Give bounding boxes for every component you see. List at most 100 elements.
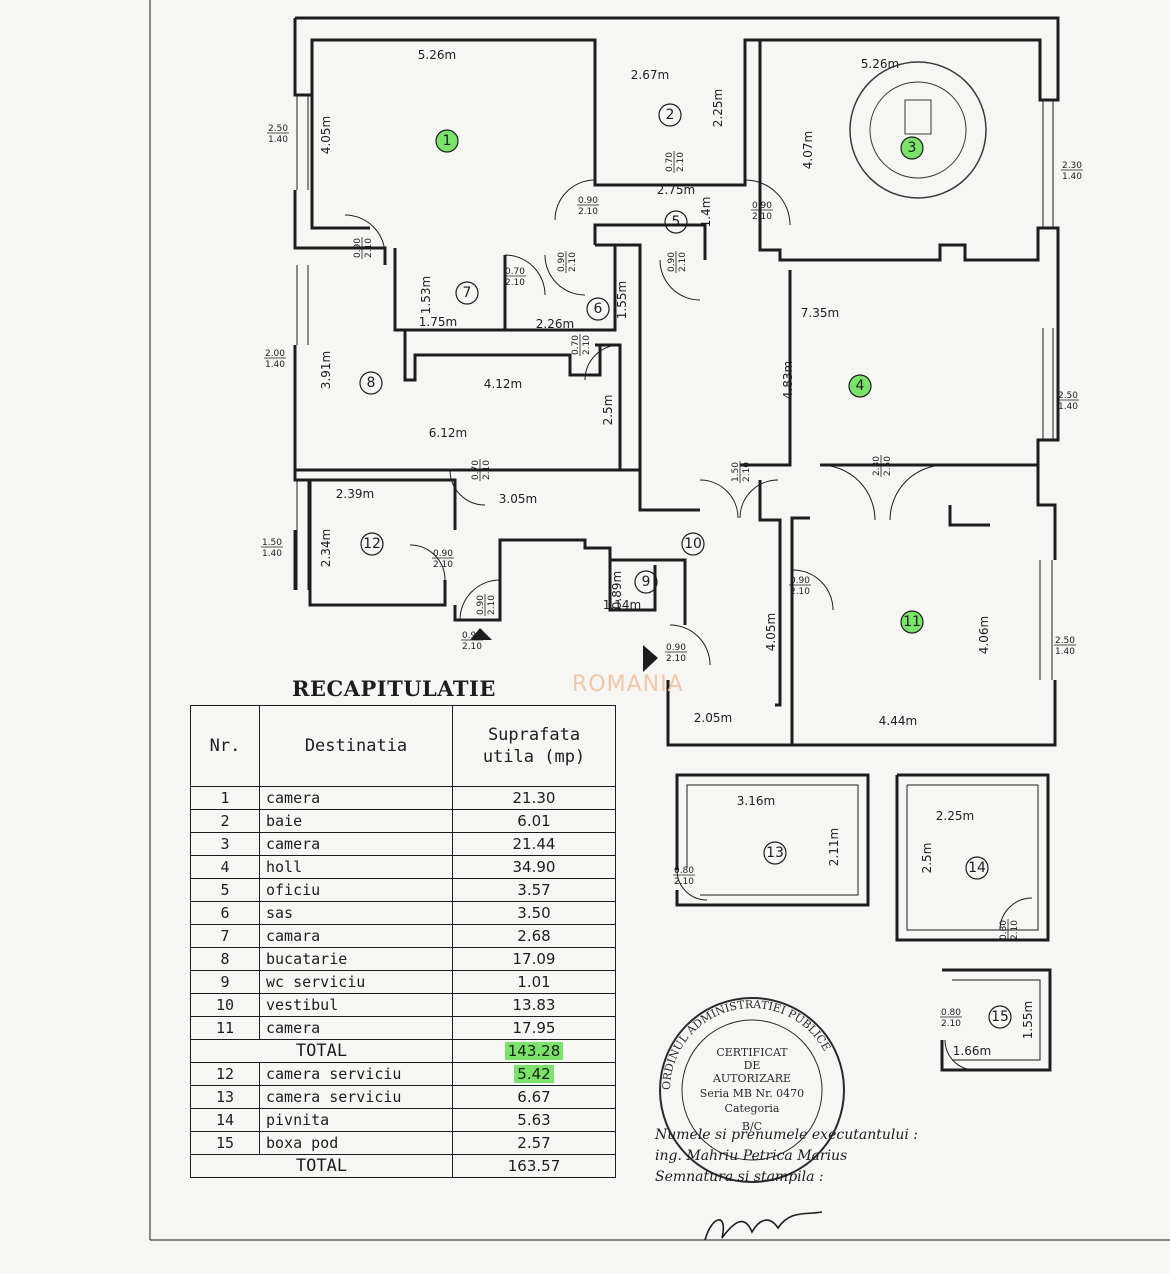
- opening-label: 2.001.40: [264, 349, 286, 370]
- cell-nr: 8: [190, 947, 260, 971]
- cell-nr: 15: [190, 1131, 260, 1155]
- cell-nr: 14: [190, 1108, 260, 1132]
- opening-labels: 2.501.402.301.402.001.402.501.401.501.40…: [261, 124, 1083, 1029]
- cell-val: 1.01: [452, 970, 616, 994]
- opening-height: 1.40: [1055, 647, 1075, 657]
- entry-arrow-icon: [643, 645, 658, 672]
- opening-width: 2.30: [872, 456, 882, 476]
- stamp-line: CERTIFICAT: [716, 1046, 788, 1059]
- room-number-label: 2: [666, 107, 675, 123]
- room-number-label: 14: [968, 860, 986, 876]
- room-number-9: 9: [634, 570, 658, 594]
- dimension-label: 1.14m: [603, 598, 641, 612]
- dimension-label: 3.91m: [319, 351, 333, 389]
- cell-dest: vestibul: [259, 993, 453, 1017]
- signature-line: ing. Mahriu Petrica Marius: [655, 1148, 848, 1164]
- cell-val: 6.01: [452, 809, 616, 833]
- opening-height: 2.10: [487, 595, 497, 615]
- highlighted-value: 5.42: [514, 1065, 554, 1083]
- room-number-label: 9: [642, 574, 651, 590]
- dimension-label: 4.83m: [781, 361, 795, 399]
- room-number-1: 1: [435, 129, 459, 153]
- opening-height: 1.40: [265, 360, 285, 370]
- dimension-label: 5.26m: [418, 48, 456, 62]
- room-number-label: 3: [908, 140, 917, 156]
- total-value: 143.28: [452, 1039, 616, 1063]
- opening-width: 0.90: [790, 576, 810, 586]
- cell-dest: oficiu: [259, 878, 453, 902]
- apartment-walls: [293, 16, 1060, 747]
- room-number-label: 1: [443, 133, 452, 149]
- room-number-14: 14: [965, 856, 989, 880]
- highlighted-value: 143.28: [504, 1042, 564, 1060]
- cell-nr: 12: [190, 1062, 260, 1086]
- cell-dest: boxa pod: [259, 1131, 453, 1155]
- cell-val: 6.67: [452, 1085, 616, 1109]
- cadastre-seal: [849, 61, 987, 199]
- cell-dest: camera: [259, 1016, 453, 1040]
- room-number-label: 11: [903, 614, 921, 630]
- opening-width: 0.70: [571, 335, 581, 355]
- room-number-12: 12: [360, 532, 384, 556]
- opening-label: 0.902.10: [789, 576, 811, 597]
- dimension-label: 4.12m: [484, 377, 522, 391]
- opening-width: 2.30: [1062, 161, 1082, 171]
- cell-dest: camera serviciu: [259, 1085, 453, 1109]
- opening-label: 2.501.40: [1057, 391, 1079, 412]
- recap-title: RECAPITULATIE: [292, 676, 496, 701]
- room-number-8: 8: [359, 371, 383, 395]
- opening-height: 1.40: [1058, 402, 1078, 412]
- dimension-label: 2.26m: [536, 317, 574, 331]
- room-number-label: 12: [363, 536, 381, 552]
- cell-nr: 10: [190, 993, 260, 1017]
- cell-val: 34.90: [452, 855, 616, 879]
- opening-height: 1.40: [1062, 172, 1082, 182]
- opening-width: 0.90: [353, 238, 363, 258]
- opening-width: 2.50: [1055, 636, 1075, 646]
- opening-label: 0.802.10: [673, 866, 695, 887]
- dimension-label: 1.53m: [419, 276, 433, 314]
- cell-val: 3.57: [452, 878, 616, 902]
- opening-width: 0.90: [462, 631, 482, 641]
- room-number-label: 5: [672, 214, 681, 230]
- opening-width: 1.50: [731, 462, 741, 482]
- opening-height: 2.10: [742, 462, 752, 482]
- opening-label: 0.802.10: [940, 1008, 962, 1029]
- dimension-label: 4.44m: [879, 714, 917, 728]
- total-label: TOTAL: [190, 1039, 453, 1063]
- room-number-7: 7: [455, 281, 479, 305]
- cell-val: 17.09: [452, 947, 616, 971]
- room-number-4: 4: [848, 374, 872, 398]
- cell-val: 2.68: [452, 924, 616, 948]
- opening-label: 0.902.10: [432, 549, 454, 570]
- signature-line: Semnatura si stampila :: [655, 1169, 824, 1185]
- dimension-label: 1.4m: [699, 197, 713, 228]
- cell-dest: wc serviciu: [259, 970, 453, 994]
- cell-val: 13.83: [452, 993, 616, 1017]
- signature-line: Numele si prenumele executantului :: [655, 1127, 918, 1143]
- stamp-line: AUTORIZARE: [712, 1072, 791, 1085]
- header-nr: Nr.: [190, 705, 260, 787]
- dimension-label: 3.16m: [737, 794, 775, 808]
- room-number-11: 11: [900, 610, 924, 634]
- dimension-label: 6.12m: [429, 426, 467, 440]
- cell-nr: 11: [190, 1016, 260, 1040]
- opening-label: 2.501.40: [267, 124, 289, 145]
- opening-height: 1.40: [262, 549, 282, 559]
- cell-nr: 7: [190, 924, 260, 948]
- cell-val: 5.63: [452, 1108, 616, 1132]
- cell-val: 21.44: [452, 832, 616, 856]
